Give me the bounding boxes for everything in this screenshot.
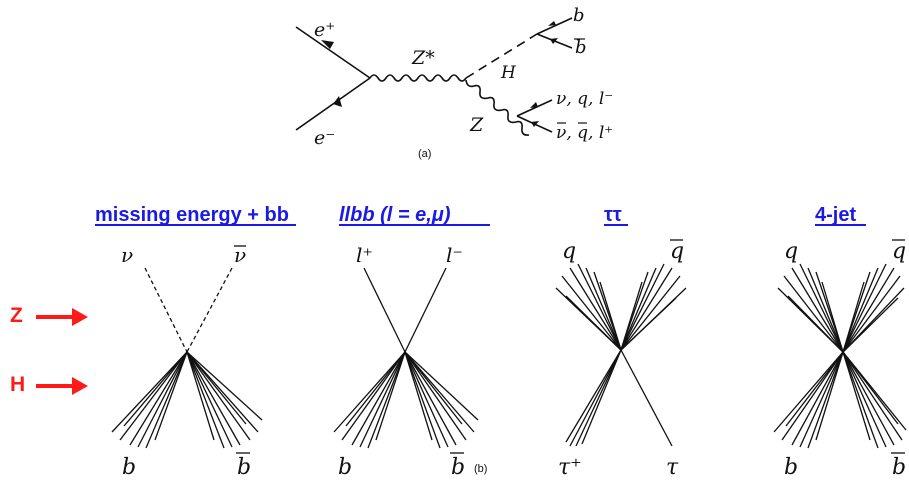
b-bar-label: b (237, 455, 251, 480)
b-bar-arrow (550, 38, 558, 44)
tau-line (620, 349, 673, 447)
nu-dashed-line (144, 267, 188, 353)
e-minus-label: e⁻ (314, 127, 335, 149)
q-label: q (562, 239, 576, 264)
q-jet (777, 263, 844, 353)
upper-final-label: ν, q, l⁻ (556, 89, 613, 109)
higgs-label: H (500, 63, 517, 83)
panel-4jet: 4-jet q q (773, 204, 907, 480)
caption-a: (a) (418, 148, 431, 160)
q-label: q (784, 239, 798, 264)
lower-final-label: ν, q, l⁺ (556, 123, 613, 143)
q-bar-jet (620, 263, 687, 351)
panel-title: llbb (l = e,μ) (339, 204, 451, 226)
b-label: b (338, 455, 352, 480)
b-bar-label: b (892, 455, 906, 480)
b-arrow (548, 21, 556, 26)
l-plus-line (363, 267, 406, 353)
panel-title: ττ (604, 204, 622, 226)
l-minus-line (404, 267, 447, 353)
e-plus-label: e⁺ (314, 19, 335, 41)
b-jet (333, 351, 406, 449)
z-label: Z (469, 114, 484, 136)
tau-label: τ (666, 455, 679, 480)
z-star-label: Z* (411, 47, 435, 69)
nu-bar-label: ν (234, 243, 246, 267)
b-jet (773, 351, 844, 449)
b-line (536, 17, 573, 35)
b-label: b (784, 455, 798, 480)
l-plus-label: l⁺ (356, 243, 373, 267)
z-arrow-label: Z (10, 304, 23, 327)
feynman-diagram (295, 17, 573, 136)
q-bar-label: q (670, 239, 684, 264)
panel-title: missing energy + bb (95, 204, 289, 226)
l-minus-label: l⁻ (446, 243, 463, 267)
b-label: b (573, 5, 585, 26)
e-minus-arrow (333, 96, 342, 107)
nu-bar-dashed-line (186, 267, 233, 353)
z-propagator (465, 79, 530, 136)
caption-b: (b) (474, 463, 487, 475)
e-plus-line (295, 26, 371, 79)
lower-fermion-arrow (531, 121, 539, 127)
panel-title: 4-jet (815, 204, 856, 226)
h-arrow: H (10, 373, 88, 396)
q-jet (555, 263, 622, 351)
z-arrow-head (72, 308, 88, 326)
tau-plus-jet (565, 349, 622, 447)
z-arrow: Z (10, 304, 88, 327)
nu-label: ν (121, 243, 133, 267)
q-bar-label: q (892, 239, 906, 264)
e-plus-arrow (321, 40, 334, 49)
feynman-labels: e⁺ e⁻ Z* H Z b b ν, q, l⁻ ν, q, l⁺ (a) (314, 5, 613, 160)
panel-tautau: ττ q q τ⁺ τ (555, 204, 687, 480)
b-bar-label: b (451, 455, 465, 480)
b-jet (111, 351, 188, 449)
h-arrow-head (72, 377, 88, 395)
b-bar-jet (842, 351, 907, 449)
upper-fermion-line (516, 99, 553, 117)
b-bar-label: b (575, 37, 587, 58)
upper-fermion-arrow (530, 102, 538, 108)
z-star-propagator (369, 74, 467, 82)
b-bar-jet (186, 351, 263, 449)
b-label: b (122, 455, 136, 480)
b-bar-jet (404, 351, 479, 449)
tau-plus-label: τ⁺ (558, 455, 582, 480)
panel-missing-energy: missing energy + bb ν ν b b (95, 204, 296, 480)
q-bar-jet (842, 263, 905, 353)
panel-llbb: llbb (l = e,μ) l⁺ l⁻ b b (b) (333, 204, 490, 480)
h-arrow-label: H (10, 373, 25, 396)
